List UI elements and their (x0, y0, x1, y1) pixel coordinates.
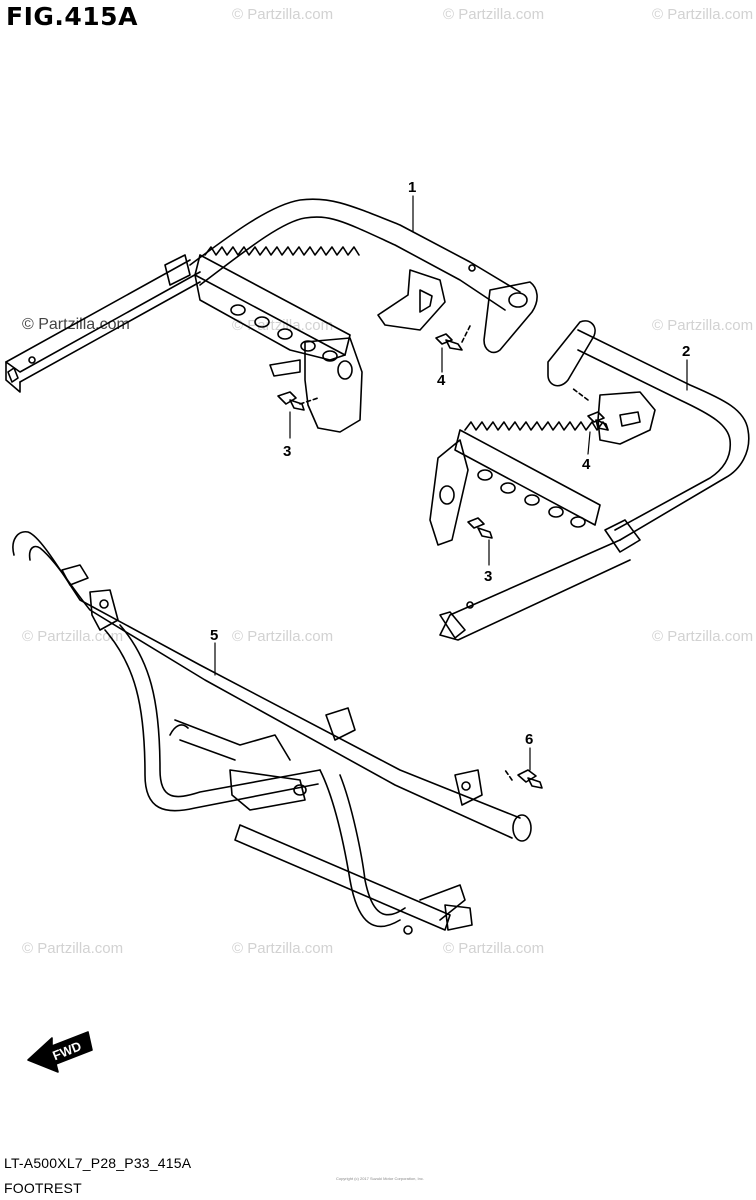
watermark: © Partzilla.com (652, 628, 754, 645)
watermark: © Partzilla.com (652, 6, 754, 23)
watermark: © Partzilla.com (232, 317, 334, 334)
callout-leaders (214, 195, 688, 771)
figure-title: FIG.415A (6, 2, 138, 31)
watermark: © Partzilla.com (652, 317, 754, 334)
callout-4-left: 4 (437, 372, 446, 389)
watermark: © Partzilla.com (232, 6, 334, 23)
watermark: © Partzilla.com (22, 628, 124, 645)
bolt-3-right[interactable] (467, 517, 493, 539)
copyright-notice: Copyright (c) 2017 Suzuki Motor Corporat… (335, 1176, 425, 1181)
watermark: © Partzilla.com (443, 6, 545, 23)
footer-code: LT-A500XL7_P28_P33_415A (4, 1155, 192, 1171)
watermark: © Partzilla.com (22, 316, 130, 333)
fwd-arrow-icon: FWD (27, 1031, 93, 1073)
bolt-4-left[interactable] (435, 325, 471, 351)
bolt-6[interactable] (504, 769, 543, 789)
footer-name: FOOTREST (4, 1180, 82, 1196)
watermark: © Partzilla.com (22, 940, 124, 957)
callout-6: 6 (525, 731, 533, 748)
callout-2: 2 (682, 343, 690, 360)
callout-3-right: 3 (484, 568, 492, 585)
watermark: © Partzilla.com (232, 628, 334, 645)
bolt-4-right[interactable] (571, 387, 609, 431)
callout-1: 1 (408, 179, 416, 196)
callout-5: 5 (210, 627, 218, 644)
callout-3-left: 3 (283, 443, 291, 460)
callouts: 1 2 3 4 3 4 5 6 (210, 179, 690, 748)
part-1-footrest-left[interactable] (5, 198, 538, 433)
bolt-3-left[interactable] (277, 391, 319, 411)
part-2-footrest-right[interactable] (429, 320, 750, 641)
part-5-front-guard[interactable] (12, 530, 532, 935)
callout-4-right: 4 (582, 456, 591, 473)
watermark: © Partzilla.com (232, 940, 334, 957)
watermark: © Partzilla.com (443, 940, 545, 957)
